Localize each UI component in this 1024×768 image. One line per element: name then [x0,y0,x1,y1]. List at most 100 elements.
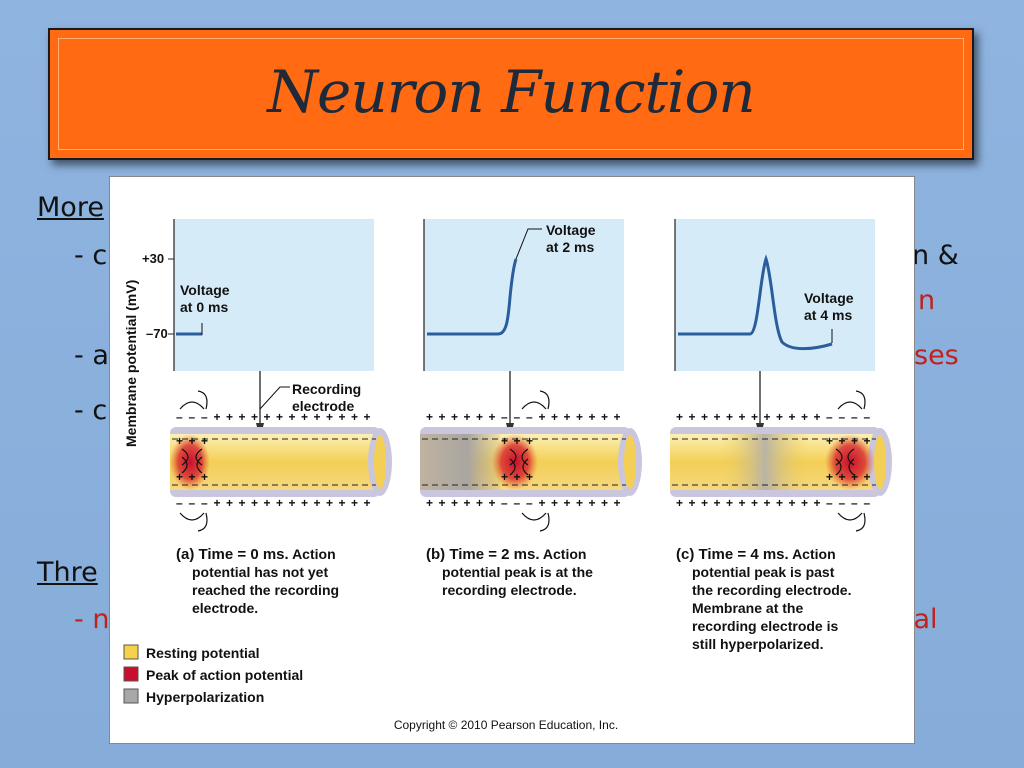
tick-minus70: –70 [146,326,168,341]
charge-sign: + [764,496,771,510]
caption-text: potential peak is past [692,564,835,580]
charge-sign: + [189,470,196,484]
graph-a-label-2: at 0 ms [180,299,228,315]
caption-line: (c) Time = 4 ms. Action [676,546,836,563]
charge-sign: + [839,434,846,448]
slide-title: Neuron Function [267,58,755,126]
charge-sign: + [426,410,433,424]
axon-c [670,390,892,532]
charge-sign: – [189,496,196,510]
charge-sign: + [226,496,233,510]
charge-sign: + [726,496,733,510]
charge-sign: + [789,496,796,510]
charge-sign: + [351,496,358,510]
charge-sign: + [501,470,508,484]
charge-sign: – [864,410,871,424]
charge-sign: + [251,410,258,424]
charge-sign: + [176,434,183,448]
charge-sign: + [526,434,533,448]
charge-sign: + [751,496,758,510]
legend-label: Resting potential [146,645,260,661]
caption-text: electrode. [192,600,258,616]
charge-sign: + [739,496,746,510]
legend-label: Peak of action potential [146,667,303,683]
charge-sign: + [814,410,821,424]
charge-sign: + [176,470,183,484]
charge-sign: + [276,410,283,424]
charge-sign: + [551,496,558,510]
charge-sign: + [726,410,733,424]
charge-sign: + [289,410,296,424]
charge-sign: + [801,410,808,424]
caption-line: recording electrode is [692,618,838,634]
charge-sign: + [189,434,196,448]
charge-sign: – [189,410,196,424]
charge-sign: + [864,434,871,448]
legend-swatch-peak [123,666,139,682]
charge-sign: + [614,496,621,510]
charge-sign: + [551,410,558,424]
charge-sign: + [314,496,321,510]
charge-sign: + [776,496,783,510]
caption-text: potential has not yet [192,564,328,580]
charge-sign: + [564,496,571,510]
title-bar-inner-border [58,38,964,150]
charge-sign: + [589,410,596,424]
legend-swatch-hyper [123,688,139,704]
charge-sign: + [351,410,358,424]
graph-a-bg [174,219,374,371]
charge-sign: – [176,496,183,510]
legend-swatch-resting [123,644,139,660]
charge-sign: + [276,496,283,510]
electrode-label-1: Recording [292,381,361,397]
caption-line: recording electrode. [442,582,577,598]
caption-text: recording electrode is [692,618,838,634]
caption-text: Action [540,546,587,562]
charge-sign: + [364,410,371,424]
charge-sign: + [701,410,708,424]
graph-a-label-1: Voltage [180,282,230,298]
charge-sign: + [826,470,833,484]
charge-sign: – [501,496,508,510]
charge-sign: + [689,496,696,510]
charge-sign: + [601,410,608,424]
charge-sign: + [264,410,271,424]
charge-sign: + [301,410,308,424]
bg-bullet-fragment-right: n [918,285,936,316]
figure-svg: Membrane potential (mV) +30 –70 Voltage … [123,219,892,732]
graph-b-label-2: at 2 ms [546,239,594,255]
graph-b-pointer [515,228,542,260]
action-potential-figure: Membrane potential (mV) +30 –70 Voltage … [109,176,915,744]
caption-bold: (b) Time = 2 ms. [426,546,540,563]
charge-sign: + [476,496,483,510]
charge-sign: + [851,434,858,448]
charge-sign: + [676,410,683,424]
charge-sign: – [514,410,521,424]
charge-sign: + [439,410,446,424]
bg-heading-fragment: Thre [37,557,98,588]
charge-sign: + [439,496,446,510]
charge-sign: + [201,470,208,484]
charge-sign: + [326,496,333,510]
bg-bullet-fragment-right: ses [914,340,959,371]
graph-b-bg [424,219,624,371]
caption-line: potential has not yet [192,564,328,580]
caption-line: the recording electrode. [692,582,851,598]
trace-c [678,254,833,351]
charge-sign: – [201,496,208,510]
charge-sign: + [764,410,771,424]
bg-heading-fragment: More [37,192,104,223]
slide-title-bar: Neuron Function [48,28,974,160]
charge-sign: – [501,410,508,424]
charge-sign: + [814,496,821,510]
caption-line: reached the recording [192,582,339,598]
charge-sign: + [464,496,471,510]
charge-sign: + [451,410,458,424]
caption-line: (b) Time = 2 ms. Action [426,546,586,563]
charge-sign: + [489,410,496,424]
charge-sign: – [826,410,833,424]
axon-a [170,390,392,532]
charge-sign: + [701,496,708,510]
charge-sign: + [464,410,471,424]
